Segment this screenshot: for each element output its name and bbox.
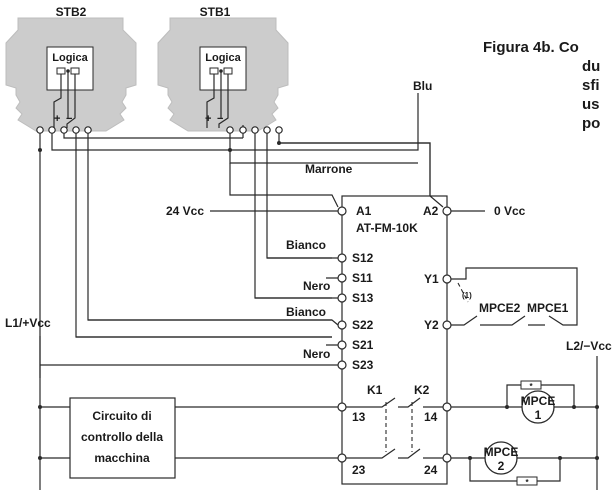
supply-0v-label: 0 Vcc: [494, 204, 526, 218]
coil-mpce2-name: MPCE: [484, 445, 519, 459]
terminal-s21-label: S21: [352, 338, 374, 352]
feedback-loop: (1) MPCE2 MPCE1: [451, 267, 578, 326]
wire-label-marrone: Marrone: [305, 162, 353, 176]
coil-mpce2: [484, 441, 518, 475]
terminal-y1-label: Y1: [424, 272, 439, 286]
terminal-a1-label: A1: [356, 204, 372, 218]
caption-line-3: sfi: [582, 77, 600, 94]
module-terminals: [337, 206, 452, 463]
wire-label-bianco-2: Bianco: [286, 305, 326, 319]
sensor-stb2-output-a: [56, 67, 66, 75]
sensor-stb1-output-a: [209, 67, 219, 75]
coil-mpce2-num: 2: [498, 459, 505, 473]
module-name: AT-FM-10K: [356, 221, 418, 235]
input-wiring: [40, 142, 444, 366]
contact-k1-upper: [342, 397, 396, 408]
suppressor-2-mark: *: [525, 478, 529, 487]
terminal-y2-label: Y2: [424, 318, 439, 332]
supply-24v-label: 24 Vcc: [166, 204, 204, 218]
sensor-stb1-plus: +: [205, 113, 211, 125]
machine-box-line-1: Circuito di: [92, 409, 151, 423]
suppressor-1-mark: *: [529, 382, 533, 391]
sensor-stb1-label: STB1: [200, 5, 231, 19]
mechanical-link: [385, 402, 413, 452]
terminal-23-label: 23: [352, 463, 366, 477]
wire-label-blu: Blu: [413, 79, 432, 93]
terminal-s22-label: S22: [352, 318, 374, 332]
suppressor-1: [520, 380, 542, 390]
power-rails: L1/+Vcc L2/−Vcc: [5, 316, 612, 490]
feedback-mpce1: MPCE1: [527, 301, 569, 315]
terminal-13-label: 13: [352, 410, 366, 424]
relay-k1-label: K1: [367, 383, 383, 397]
sensor-stb2-label: STB2: [56, 5, 87, 19]
coil-mpce1-num: 1: [535, 408, 542, 422]
wire-label-nero-1: Nero: [303, 279, 330, 293]
figure-caption: Figura 4b. Co du sfi us po: [483, 39, 600, 132]
sensor-stb2-logic-box: [46, 46, 94, 91]
sensor-stb2-minus: −: [66, 113, 72, 125]
wire-label-nero-2: Nero: [303, 347, 330, 361]
rail-l1-label: L1/+Vcc: [5, 316, 51, 330]
sensor-stb1: STB1 Logica + −: [157, 5, 289, 132]
sensor-stb2: STB2 Logica + −: [5, 5, 137, 132]
terminal-14-label: 14: [424, 410, 438, 424]
coil-mpce1: [521, 390, 555, 424]
terminal-s11-label: S11: [352, 271, 373, 285]
sensor-stb1-logic-label: Logica: [205, 52, 241, 64]
sensor-stb1-logic-box: [199, 46, 247, 91]
output-coils: * MPCE 1 * MPCE 2: [451, 380, 597, 487]
relay-k2-label: K2: [414, 383, 430, 397]
rail-l2-label: L2/−Vcc: [566, 339, 612, 353]
caption-line-5: po: [582, 115, 600, 132]
feedback-mpce2: MPCE2: [479, 301, 521, 315]
terminal-a2-label: A2: [423, 204, 439, 218]
caption-line-1: Figura 4b. Co: [483, 39, 579, 56]
wire-label-bianco-1: Bianco: [286, 238, 326, 252]
terminal-s13-label: S13: [352, 291, 374, 305]
suppressor-2: [516, 476, 538, 486]
sensor-stb2-output-b: [70, 67, 80, 75]
module-box: [341, 195, 448, 485]
safety-module: A1 A2 AT-FM-10K S12 S11 S13 S22 S21 S23 …: [341, 195, 448, 485]
sensor-stb2-logic-label: Logica: [52, 52, 88, 64]
machine-box-line-3: macchina: [94, 451, 150, 465]
supply-lines: 24 Vcc 0 Vcc: [166, 204, 526, 218]
machine-control-rect: [69, 397, 176, 479]
sensor-terminals: [36, 126, 283, 152]
caption-line-4: us: [582, 96, 600, 113]
machine-control-box: Circuito di controllo della macchina: [40, 397, 338, 479]
machine-box-line-2: controllo della: [81, 430, 163, 444]
sensor-stb1-minus: −: [217, 113, 223, 125]
feedback-note: (1): [462, 291, 472, 300]
caption-line-2: du: [582, 58, 600, 75]
coil-mpce1-name: MPCE: [521, 394, 556, 408]
terminal-s23-label: S23: [352, 358, 374, 372]
sensor-stb1-output-b: [223, 67, 233, 75]
terminal-24-label: 24: [424, 463, 438, 477]
terminal-s12-label: S12: [352, 251, 374, 265]
sensor-stb2-plus: +: [54, 113, 60, 125]
